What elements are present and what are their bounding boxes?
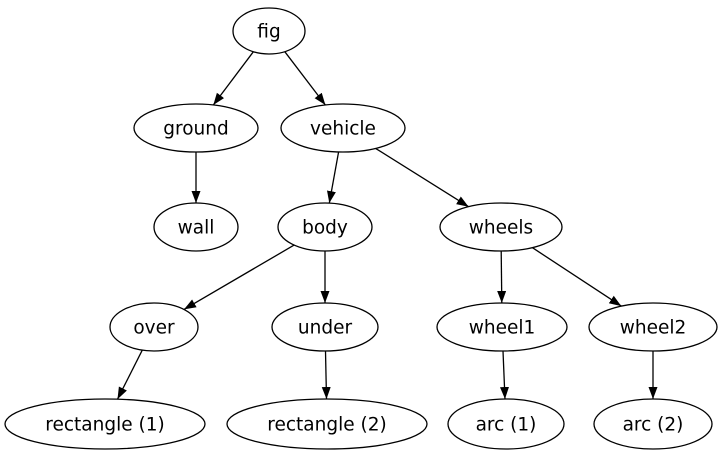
edge-over-to-rect1 (116, 349, 143, 400)
node-rect2: rectangle (2) (226, 398, 428, 450)
edge-wheels-to-wheel2 (531, 247, 622, 307)
node-ellipse (277, 202, 373, 252)
node-ellipse (436, 302, 568, 352)
edge-fig-to-vehicle (284, 51, 326, 106)
node-ellipse (271, 302, 379, 352)
node-label: over (133, 318, 175, 339)
node-under: under (271, 302, 379, 352)
edge-body-to-over (183, 244, 295, 310)
node-wall: wall (153, 202, 239, 252)
node-arc2: arc (2) (593, 398, 713, 450)
node-fig: fig (232, 7, 306, 55)
edge-fig-to-ground (212, 51, 254, 106)
node-ellipse (4, 398, 206, 450)
node-label: ground (163, 119, 228, 140)
node-ellipse (133, 103, 259, 153)
edge-wheels-to-wheel1 (497, 250, 507, 304)
edge-vehicle-to-body (327, 151, 340, 204)
node-label: under (298, 318, 353, 339)
node-ellipse (447, 398, 565, 450)
node-label: wheels (469, 218, 533, 239)
node-ellipse (226, 398, 428, 450)
node-label: rectangle (1) (45, 415, 164, 436)
node-label: arc (1) (476, 415, 537, 436)
edge-vehicle-to-wheels (375, 147, 469, 208)
node-ellipse (280, 103, 406, 153)
edges-layer (116, 51, 658, 400)
node-ellipse (153, 202, 239, 252)
node-over: over (109, 302, 199, 352)
node-ellipse (109, 302, 199, 352)
node-label: wheel2 (620, 318, 687, 339)
node-label: rectangle (2) (267, 415, 386, 436)
node-vehicle: vehicle (280, 103, 406, 153)
node-ground: ground (133, 103, 259, 153)
edge-wheel1-to-arc1 (500, 350, 509, 400)
nodes-layer: fig ground vehicle wall body wheels over under w… (4, 7, 718, 450)
node-label: arc (2) (623, 415, 684, 436)
edge-under-to-rect2 (321, 350, 331, 400)
node-body: body (277, 202, 373, 252)
node-ellipse (439, 202, 563, 252)
node-wheel2: wheel2 (588, 302, 718, 352)
node-ellipse (232, 7, 306, 55)
node-label: wall (178, 218, 215, 239)
node-rect1: rectangle (1) (4, 398, 206, 450)
node-ellipse (593, 398, 713, 450)
node-wheel1: wheel1 (436, 302, 568, 352)
node-ellipse (588, 302, 718, 352)
node-label: body (302, 218, 348, 239)
node-wheels: wheels (439, 202, 563, 252)
node-label: wheel1 (469, 318, 536, 339)
node-label: fig (257, 22, 280, 43)
node-arc1: arc (1) (447, 398, 565, 450)
node-label: vehicle (310, 119, 376, 140)
